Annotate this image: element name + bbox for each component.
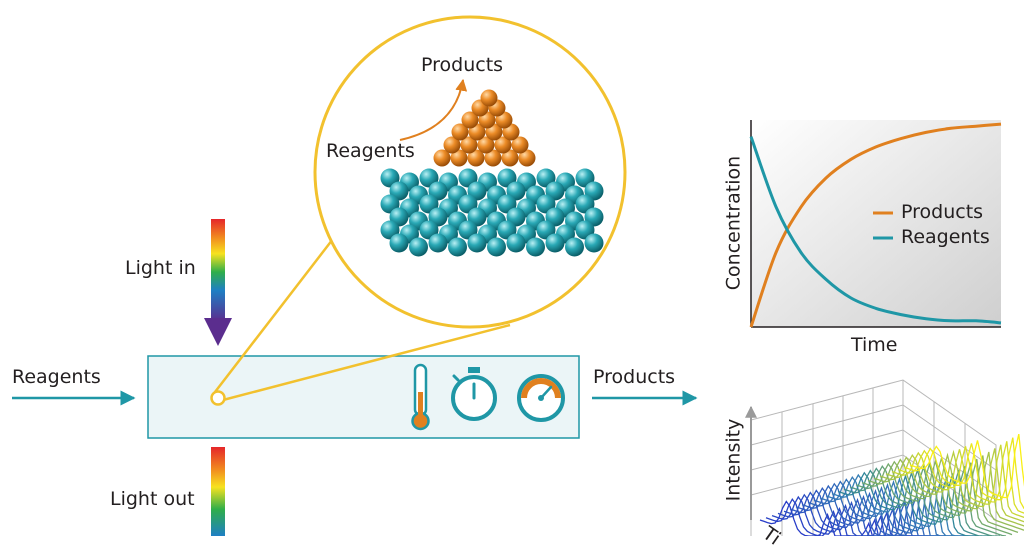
spectrum-trace [831,473,982,536]
chart-ylabel: Concentration [722,155,745,291]
catalyst-surface [380,168,604,257]
light-out-arrow [211,447,225,536]
spectrum-trace [789,489,940,536]
particle-atom [443,136,461,154]
spectra-zlabel: Intensity [722,418,745,502]
particle-atom [467,149,485,167]
chart-xlabel: Time [851,334,898,356]
spectrum-trace [837,471,988,536]
particle-atom [494,136,512,154]
surface-atom [584,233,604,253]
products-series-line [749,122,1002,328]
spectrum-trace [807,482,958,536]
spectrum-trace [795,486,946,536]
particle-atom [450,149,468,167]
spectra-3d-chart [745,379,1024,536]
particle-atom [511,136,529,154]
surface-atom [389,233,409,253]
particle-atom [518,149,536,167]
spectrum-trace [861,461,1013,536]
spectrum-trace [825,475,976,536]
surface-atom [565,237,584,257]
particle-atom [460,136,478,154]
spectrum-trace [873,455,1024,531]
concentration-chart [749,120,1002,328]
products-outflow-label: Products [593,366,676,388]
surface-atom [487,237,506,257]
reaction-arrow [399,78,468,141]
spectrum-trace [897,441,1024,514]
pressure-gauge-icon [517,374,565,422]
surface-atom [428,233,448,253]
surface-atom [409,237,428,257]
reagents-inflow-label: Reagents [12,366,101,388]
spectrum-trace [909,433,1024,499]
reagents-series-line [749,136,1002,325]
particle-atom [480,89,498,107]
spectrum-trace [879,451,1024,527]
spectrum-trace [765,497,916,536]
spectrum-trace [843,469,994,536]
catalyst-particle [433,89,536,167]
particle-atom [501,149,519,167]
zoom-callout-lines [214,234,511,402]
spectrum-trace [777,493,928,536]
surface-atom [545,233,565,253]
surface-atom [506,233,526,253]
particle-atom [433,149,451,167]
particle-atom [461,111,479,129]
surface-atom [448,237,467,257]
light-in-label: Light in [125,257,196,279]
particle-atom [477,136,495,154]
legend-products-label: Products [901,201,984,223]
spectra-traces [759,433,1024,536]
stopwatch-icon [451,367,497,421]
surface-atom [467,233,487,253]
spectrum-trace [849,467,1000,536]
spectrum-trace [855,464,1007,536]
spectrum-trace [759,500,910,536]
particle-atom [484,149,502,167]
particle-atom [451,123,469,141]
zoom-reagents-label: Reagents [326,140,415,162]
spectrum-trace [783,491,934,536]
surface-atom [526,237,545,257]
zoom-products-label: Products [421,54,504,76]
spectrum-trace [819,478,970,536]
legend-reagents-label: Reagents [901,226,990,248]
spectrum-trace [771,495,922,536]
chart-3d-grid [750,379,997,536]
spectrum-trace [891,444,1024,519]
light-in-arrow [204,219,232,346]
spectrum-trace [801,484,952,536]
light-out-label: Light out [110,488,195,510]
spectrum-trace [813,480,964,536]
spectrum-trace [867,458,1019,534]
zoom-origin-point [210,390,226,406]
spectrum-trace [903,437,1024,510]
spectrum-trace [885,448,1024,523]
diagram-canvas [12,15,1024,536]
thermometer-icon [411,363,430,431]
chart-background [751,120,1001,327]
